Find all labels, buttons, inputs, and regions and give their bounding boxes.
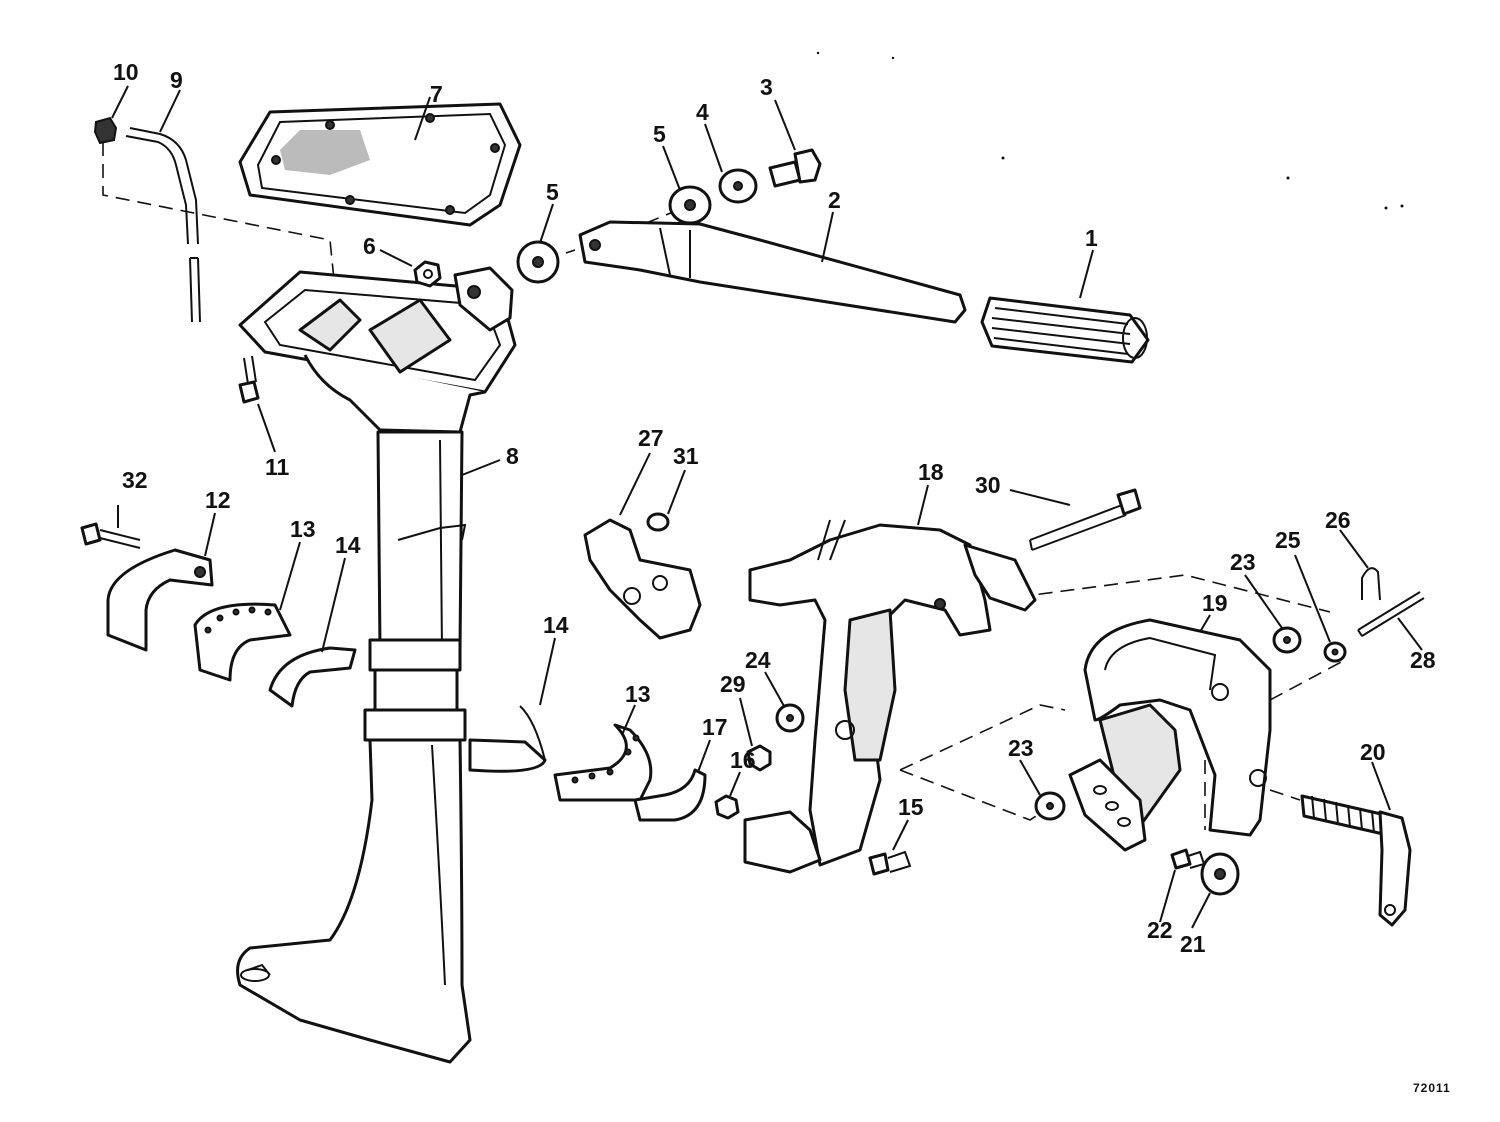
part-stern-bracket	[743, 519, 1037, 874]
part-plug	[646, 512, 670, 532]
callout-27: 27	[638, 425, 664, 451]
callout-3: 3	[760, 74, 773, 100]
callout-13a: 13	[290, 516, 316, 542]
part-screw-15	[868, 850, 912, 876]
callout-28: 28	[1410, 647, 1436, 673]
callout-13b: 13	[625, 681, 651, 707]
part-washer-23b	[1034, 791, 1066, 821]
part-tiller-arm	[578, 220, 967, 324]
callout-17: 17	[702, 714, 728, 740]
part-clamp-screw	[1300, 794, 1412, 927]
part-washer-5b	[668, 185, 712, 225]
callout-7: 7	[430, 81, 443, 107]
callout-23a: 23	[1230, 549, 1256, 575]
callout-14a: 14	[335, 532, 361, 558]
part-gasket	[238, 102, 522, 227]
callout-4: 4	[696, 99, 709, 125]
callout-14b: 14	[543, 612, 569, 638]
callout-5a: 5	[653, 121, 666, 147]
callout-10: 10	[113, 59, 139, 85]
callout-19: 19	[1202, 590, 1228, 616]
part-bushing-13b	[553, 723, 653, 802]
part-liner-14a	[268, 646, 357, 708]
part-washer-21	[1200, 852, 1240, 896]
part-tilt-lever	[583, 518, 702, 640]
callout-30: 30	[975, 472, 1001, 498]
part-grip	[980, 296, 1150, 364]
part-washer-23a	[1272, 626, 1302, 654]
callout-31: 31	[673, 443, 699, 469]
part-grommet	[93, 116, 118, 145]
callout-12: 12	[205, 487, 231, 513]
part-tiller-bracket	[453, 266, 514, 332]
callout-6: 6	[363, 233, 376, 259]
part-spring	[633, 768, 707, 822]
part-nut-29	[746, 744, 772, 772]
part-washer-24	[775, 703, 805, 733]
drawing-code: 72011	[1413, 1081, 1451, 1095]
callout-11: 11	[265, 454, 290, 480]
callout-1: 1	[1085, 225, 1098, 251]
part-nut-6	[413, 260, 442, 288]
callout-18: 18	[918, 459, 944, 485]
part-stud	[1357, 591, 1425, 637]
callout-5b: 5	[546, 179, 559, 205]
callout-23b: 23	[1008, 735, 1034, 761]
part-nut-16	[714, 794, 740, 820]
leader-lines	[111, 85, 1423, 929]
callout-15: 15	[898, 794, 924, 820]
part-bolt	[1029, 488, 1142, 551]
callout-8: 8	[506, 443, 519, 469]
part-clip	[1361, 567, 1381, 601]
part-liner-14b	[468, 705, 547, 773]
scan-specks	[816, 51, 1404, 210]
callout-16: 16	[730, 747, 756, 773]
callout-22: 22	[1147, 917, 1173, 943]
part-bushing-13a	[193, 602, 292, 682]
callout-25: 25	[1275, 527, 1301, 553]
part-washer-5a	[516, 240, 560, 284]
part-exhaust-housing	[236, 270, 517, 1064]
part-water-tube	[125, 127, 201, 323]
callout-20: 20	[1360, 739, 1386, 765]
part-swivel-bracket	[1068, 618, 1272, 852]
callout-26: 26	[1325, 507, 1351, 533]
part-clamp	[106, 548, 214, 652]
callout-labels: 1 2 3 4 5 5 6 7 8 9 10 11 12 13 13 14 14…	[113, 59, 1436, 957]
callout-32: 32	[122, 467, 148, 493]
callout-21: 21	[1180, 931, 1206, 957]
part-washer-4	[718, 168, 758, 204]
part-screw-32	[80, 522, 141, 549]
callout-29: 29	[720, 671, 746, 697]
part-screw-3	[768, 148, 822, 188]
part-screw-22	[1170, 848, 1206, 870]
part-screw-11	[238, 355, 260, 404]
callout-24: 24	[745, 647, 771, 673]
callout-9: 9	[170, 67, 183, 93]
callout-2: 2	[828, 187, 841, 213]
part-washer-25	[1323, 641, 1347, 663]
